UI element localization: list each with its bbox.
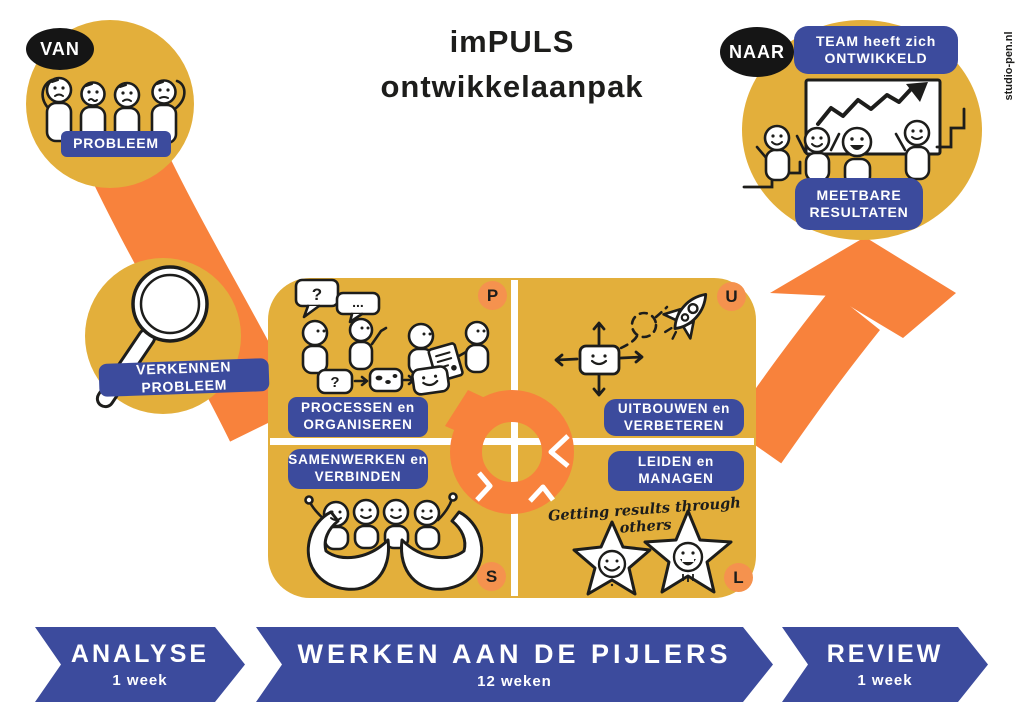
page-title: imPULS ontwikkelaanpak bbox=[302, 20, 722, 110]
trajectory-dashes bbox=[619, 305, 669, 350]
samenwerken-illustration bbox=[304, 492, 484, 591]
quadrant-label-leiden: LEIDEN en MANAGEN bbox=[608, 451, 744, 491]
rocket-icon bbox=[662, 293, 708, 340]
badge-l: L bbox=[724, 563, 753, 592]
timeline-step-duration: 12 weken bbox=[477, 673, 552, 690]
star-person-icon-1 bbox=[572, 520, 652, 596]
s-figure-mouths bbox=[330, 515, 433, 521]
timeline-step-duration: 1 week bbox=[857, 672, 913, 689]
timeline-step-label: WERKEN AAN DE PIJLERS bbox=[297, 639, 732, 669]
meetbare-resultaten-label: MEETBARE RESULTATEN bbox=[795, 178, 923, 230]
flow-arrow-right bbox=[728, 237, 956, 464]
quadrant-label-uitbouwen: UITBOUWEN en VERBETEREN bbox=[604, 399, 744, 436]
processen-illustration bbox=[294, 278, 490, 396]
timeline-step-label: ANALYSE bbox=[70, 640, 210, 668]
worried-mouths bbox=[51, 79, 169, 102]
team-in-hands-icon bbox=[304, 492, 484, 591]
timeline-step-review: REVIEW 1 week bbox=[782, 627, 988, 702]
expand-arrows-icon bbox=[554, 321, 644, 397]
quadrant-label-samenwerken: SAMENWERKEN en VERBINDEN bbox=[288, 449, 428, 489]
title-line-1: imPULS bbox=[449, 24, 575, 59]
credit-text: studio-pen.nl bbox=[1003, 31, 1015, 101]
timeline-step-duration: 1 week bbox=[112, 672, 168, 689]
probleem-label: PROBLEEM bbox=[61, 131, 171, 157]
s-figure-faces bbox=[330, 508, 433, 514]
quadrant-label-processen: PROCESSEN en ORGANISEREN bbox=[288, 397, 428, 437]
naar-bubble-text: NAAR bbox=[729, 41, 785, 62]
happy-faces bbox=[771, 129, 923, 150]
leiden-illustration bbox=[572, 509, 733, 596]
worried-faces bbox=[53, 86, 170, 95]
speech-bubble-dots-text: ... bbox=[352, 294, 364, 310]
divider-horizontal bbox=[270, 438, 754, 445]
naar-bubble: NAAR bbox=[720, 27, 794, 77]
happy-mouths bbox=[771, 136, 923, 148]
process-flow-icon bbox=[316, 365, 451, 396]
title-line-2: ontwikkelaanpak bbox=[380, 68, 644, 104]
uitbouwen-illustration bbox=[554, 293, 708, 397]
speech-bubble-question-text: ? bbox=[312, 285, 322, 304]
flow-box-question-text: ? bbox=[330, 374, 339, 391]
smiley-box-icon bbox=[578, 344, 621, 376]
badge-p: P bbox=[478, 281, 507, 310]
van-bubble: VAN bbox=[26, 28, 94, 70]
magnifier-icon bbox=[95, 265, 209, 409]
van-bubble-text: VAN bbox=[40, 38, 80, 59]
team-ontwikkeld-label: TEAM heeft zich ONTWIKKELD bbox=[794, 26, 958, 74]
badge-s: S bbox=[477, 562, 506, 591]
timeline-step-werken: WERKEN AAN DE PIJLERS 12 weken bbox=[256, 627, 773, 702]
timeline-step-label: REVIEW bbox=[826, 640, 944, 668]
pijlers-box: ? ... ? bbox=[268, 278, 756, 598]
p-figure-faces bbox=[316, 326, 486, 336]
verkennen-probleem-label: VERKENNEN PROBLEEM bbox=[98, 358, 270, 397]
cycle-arrows-icon bbox=[445, 390, 574, 514]
badge-u: U bbox=[717, 282, 746, 311]
star-person-icon-2 bbox=[643, 509, 733, 594]
timeline-step-analyse: ANALYSE 1 week bbox=[35, 627, 245, 702]
